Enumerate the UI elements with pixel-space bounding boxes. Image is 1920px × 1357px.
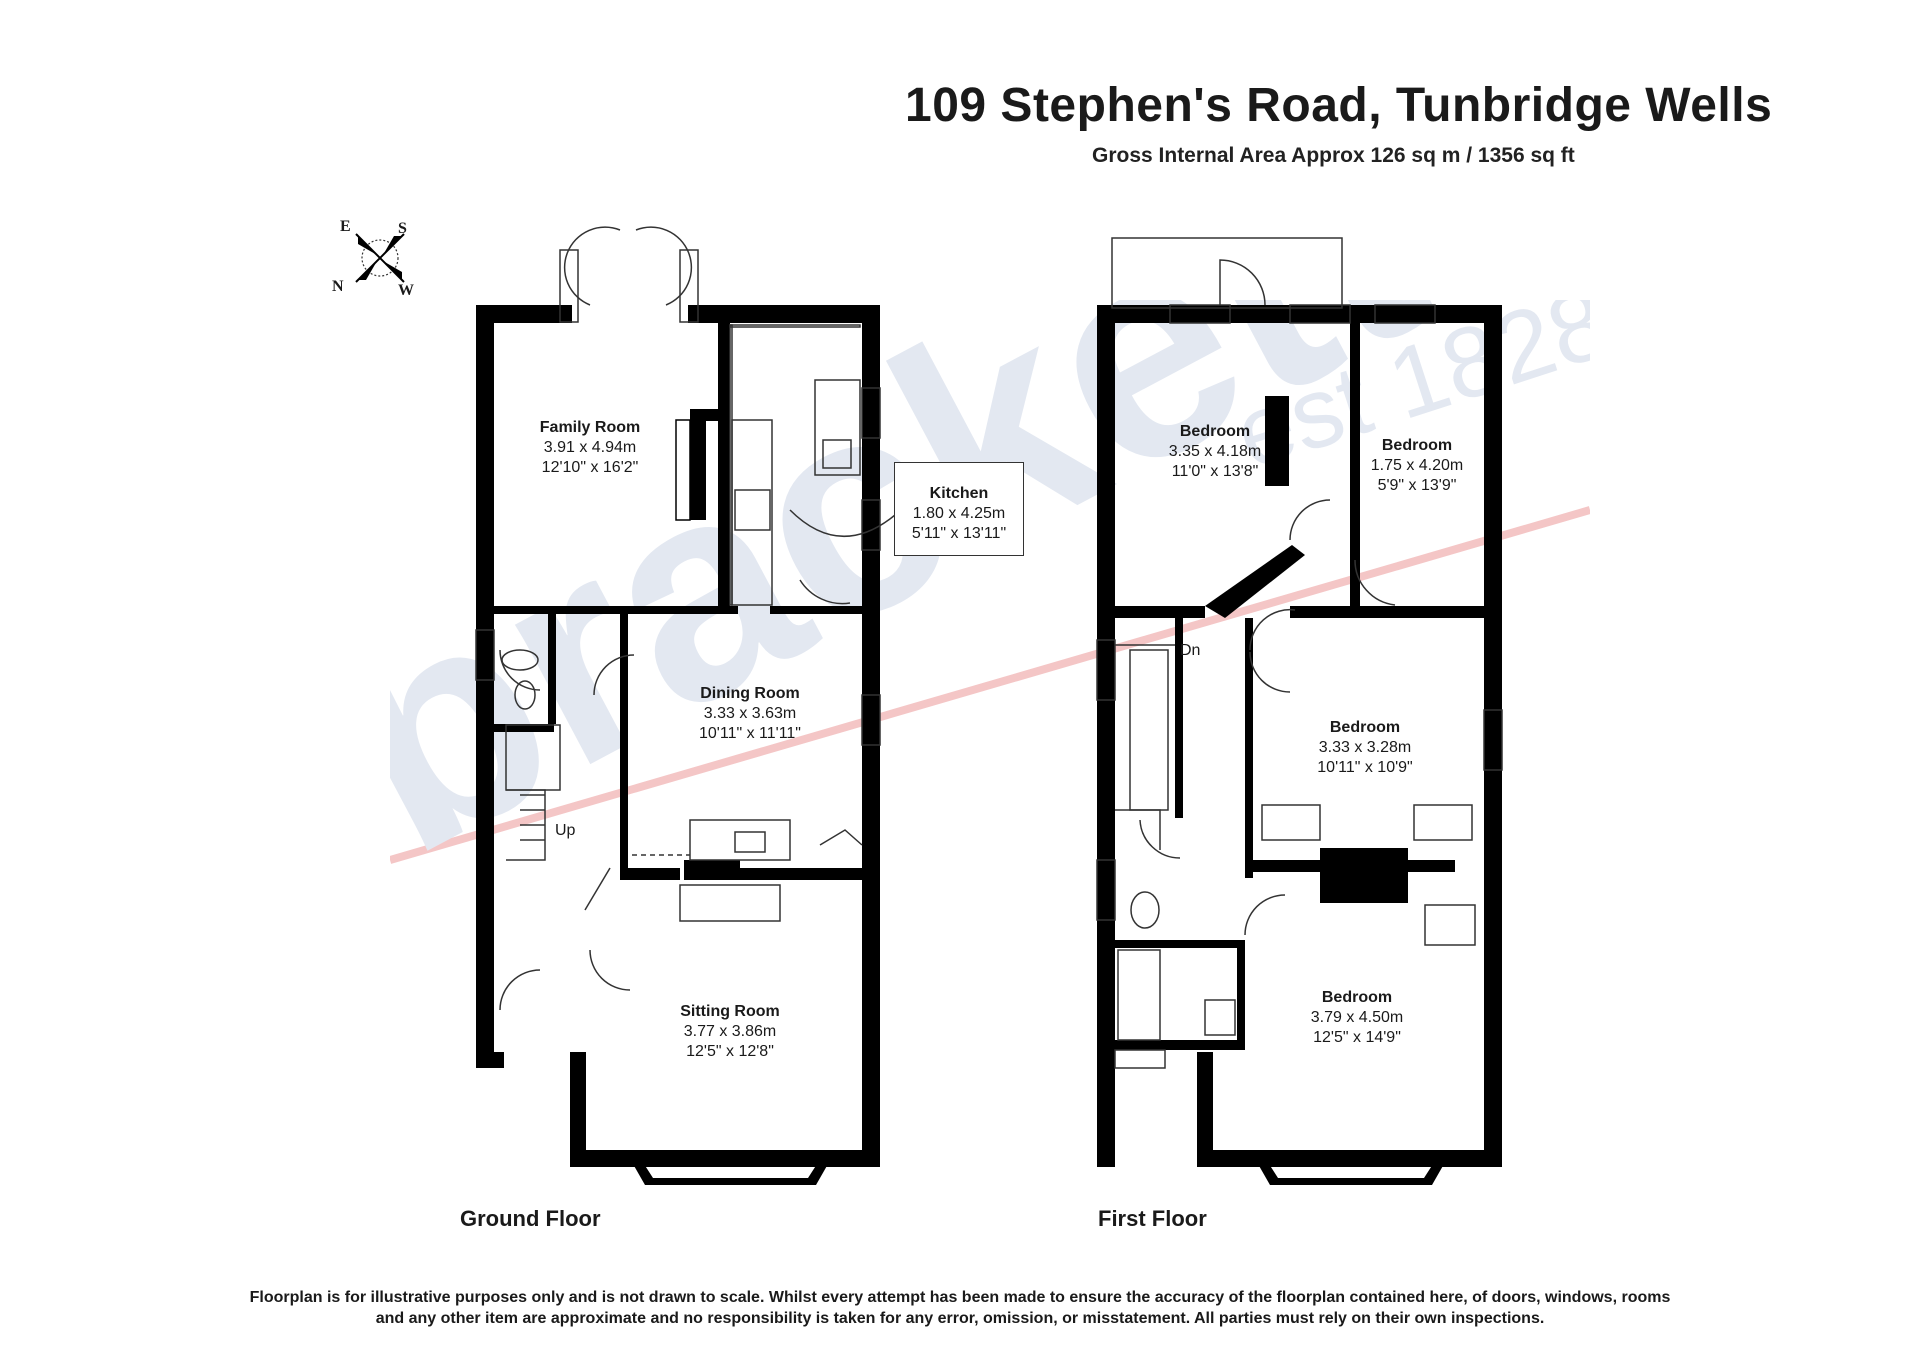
room-metric: 1.75 x 4.20m (1370, 457, 1464, 474)
compass-south: S (398, 220, 407, 237)
room-name: Kitchen (929, 485, 989, 502)
property-address: 109 Stephen's Road, Tunbridge Wells (905, 79, 1773, 132)
room-metric: 3.77 x 3.86m (683, 1023, 777, 1040)
room-imperial: 12'5" x 12'8" (686, 1043, 774, 1060)
first-floor-label: First Floor (1098, 1206, 1207, 1231)
room-family: Family Room 3.91 x 4.94m 12'10" x 16'2" (520, 418, 660, 478)
room-metric: 3.79 x 4.50m (1310, 1009, 1404, 1026)
room-metric: 3.33 x 3.28m (1318, 739, 1412, 756)
room-imperial: 12'5" x 14'9" (1313, 1029, 1401, 1046)
room-bedroom-2: Bedroom 1.75 x 4.20m 5'9" x 13'9" (1362, 436, 1472, 496)
room-imperial: 12'10" x 16'2" (541, 459, 639, 476)
gross-internal-area: Gross Internal Area Approx 126 sq m / 13… (1092, 144, 1575, 167)
room-name: Sitting Room (680, 1003, 780, 1020)
room-imperial: 5'9" x 13'9" (1377, 477, 1457, 494)
stairs-down-label: Dn (1180, 642, 1201, 659)
room-imperial: 10'11" x 11'11" (699, 725, 801, 742)
room-name: Family Room (539, 419, 641, 436)
compass-west: W (398, 282, 414, 299)
room-metric: 3.33 x 3.63m (703, 705, 797, 722)
room-sitting: Sitting Room 3.77 x 3.86m 12'5" x 12'8" (660, 1002, 800, 1062)
kitchen-callout (894, 462, 1024, 556)
room-metric: 3.35 x 4.18m (1168, 443, 1262, 460)
room-bedroom-4: Bedroom 3.79 x 4.50m 12'5" x 14'9" (1292, 988, 1422, 1048)
watermark-line (390, 506, 1590, 864)
room-name: Bedroom (1329, 719, 1401, 736)
room-dining: Dining Room 3.33 x 3.63m 10'11" x 11'11" (680, 684, 820, 744)
room-metric: 3.91 x 4.94m (543, 439, 637, 456)
room-name: Dining Room (700, 685, 800, 702)
room-imperial: 11'0" x 13'8" (1171, 463, 1259, 480)
stairs-up-label: Up (555, 822, 576, 839)
room-bedroom-1: Bedroom 3.35 x 4.18m 11'0" x 13'8" (1150, 422, 1280, 482)
room-name: Bedroom (1381, 437, 1453, 454)
compass-east: E (340, 218, 351, 235)
compass-rose (355, 233, 405, 283)
room-name: Bedroom (1179, 423, 1251, 440)
ground-floor-label: Ground Floor (460, 1206, 601, 1231)
room-kitchen: Kitchen 1.80 x 4.25m 5'11" x 13'11" (894, 484, 1024, 544)
room-metric: 1.80 x 4.25m (912, 505, 1006, 522)
disclaimer-text: Floorplan is for illustrative purposes o… (249, 1289, 1671, 1327)
room-bedroom-3: Bedroom 3.33 x 3.28m 10'11" x 10'9" (1300, 718, 1430, 778)
room-name: Bedroom (1321, 989, 1393, 1006)
compass-north: N (332, 278, 344, 295)
room-imperial: 5'11" x 13'11" (911, 525, 1007, 542)
room-imperial: 10'11" x 10'9" (1317, 759, 1413, 776)
